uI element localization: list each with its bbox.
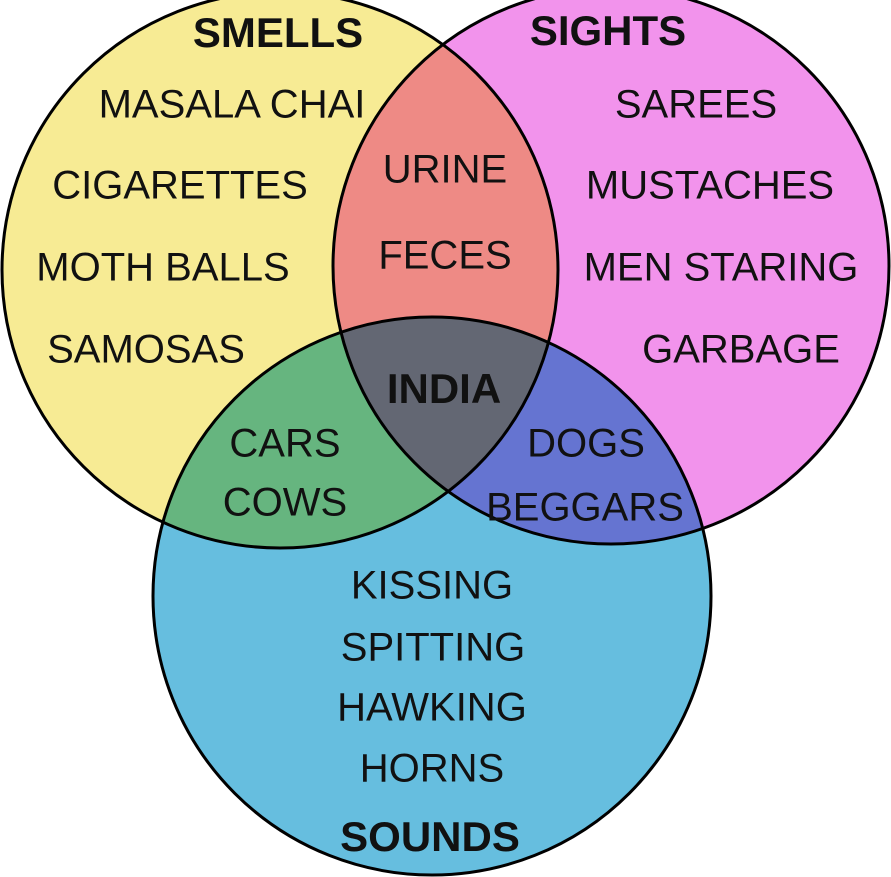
smells-sounds-region [153, 317, 558, 548]
smells-item: MOTH BALLS [36, 246, 289, 290]
smells-sights-item: URINE [383, 148, 507, 192]
sounds-item: HAWKING [337, 686, 527, 730]
smells-sights-item: FECES [378, 234, 511, 278]
center-label: INDIA [387, 365, 501, 412]
sights-item: GARBAGE [642, 328, 840, 372]
sights-item: MUSTACHES [586, 164, 834, 208]
sounds-item: SPITTING [341, 626, 525, 670]
sounds-item: HORNS [360, 747, 504, 791]
sounds-title: SOUNDS [340, 813, 520, 860]
sights-sounds-item: DOGS [527, 422, 645, 466]
sights-item: MEN STARING [584, 246, 859, 290]
smells-item: SAMOSAS [47, 328, 245, 372]
sounds-item: KISSING [351, 564, 513, 608]
smells-title: SMELLS [193, 9, 363, 56]
smells-item: MASALA CHAI [99, 83, 366, 127]
sights-sounds-region [333, 317, 711, 544]
sights-item: SAREES [615, 83, 777, 127]
smells-item: CIGARETTES [52, 164, 308, 208]
sights-sounds-item: BEGGARS [486, 486, 684, 530]
smells-sounds-item: CARS [229, 422, 340, 466]
smells-sounds-item: COWS [223, 481, 347, 525]
sights-title: SIGHTS [530, 7, 686, 54]
